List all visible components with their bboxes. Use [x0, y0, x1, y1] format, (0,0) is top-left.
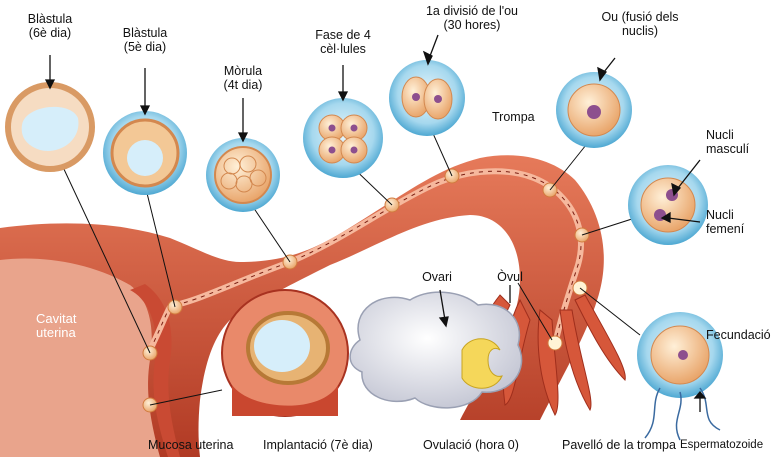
label-ovary: Ovari	[412, 270, 462, 284]
label-uterine-cavity-line2: uterina	[36, 326, 76, 340]
label-blastula-5-line2: (5è dia)	[112, 40, 178, 54]
stage-implantation	[222, 290, 348, 416]
label-female-nucleus: Nucli femení	[706, 208, 744, 236]
label-ovulation: Ovulació (hora 0)	[423, 438, 519, 452]
label-four-cells: Fase de 4 cèl·lules	[306, 28, 380, 56]
label-pavilion: Pavelló de la trompa	[562, 438, 676, 452]
stage-nuclei	[628, 165, 708, 245]
label-uterine-cavity: Cavitat uterina	[36, 312, 76, 340]
stage-first-division	[389, 60, 465, 136]
label-four-cells-line1: Fase de 4	[306, 28, 380, 42]
label-male-nucleus-line1: Nucli	[706, 128, 749, 142]
stage-blastula-6	[8, 85, 92, 169]
label-four-cells-line2: cèl·lules	[306, 42, 380, 56]
label-morula-line1: Mòrula	[213, 64, 273, 78]
label-spermatozoid: Espermatozoide	[680, 438, 763, 452]
stage-blastula-5	[103, 111, 187, 195]
label-first-division-line2: (30 hores)	[412, 18, 532, 32]
label-blastula-6-line2: (6è dia)	[20, 26, 80, 40]
label-trompa: Trompa	[492, 110, 535, 124]
label-male-nucleus: Nucli masculí	[706, 128, 749, 156]
label-uterine-mucosa: Mucosa uterina	[148, 438, 233, 452]
label-morula-line2: (4t dia)	[213, 78, 273, 92]
label-female-nucleus-line2: femení	[706, 222, 744, 236]
label-first-division: 1a divisió de l'ou (30 hores)	[412, 4, 532, 32]
stage-egg-fusion	[556, 72, 632, 148]
label-first-division-line1: 1a divisió de l'ou	[412, 4, 532, 18]
stage-morula	[206, 138, 280, 212]
ovary	[350, 292, 521, 408]
label-egg-fusion: Ou (fusió dels nuclis)	[585, 10, 695, 38]
label-blastula-6-line1: Blàstula	[20, 12, 80, 26]
label-fertilization: Fecundació	[706, 328, 771, 342]
label-uterine-cavity-line1: Cavitat	[36, 312, 76, 326]
label-female-nucleus-line1: Nucli	[706, 208, 744, 222]
label-blastula-6: Blàstula (6è dia)	[20, 12, 80, 40]
label-implantation: Implantació (7è dia)	[263, 438, 373, 452]
label-male-nucleus-line2: masculí	[706, 142, 749, 156]
label-blastula-5-line1: Blàstula	[112, 26, 178, 40]
label-egg-fusion-line2: nuclis)	[585, 24, 695, 38]
label-ovum: Òvul	[490, 270, 530, 284]
ovary-body	[350, 292, 521, 408]
label-egg-fusion-line1: Ou (fusió dels	[585, 10, 695, 24]
stage-four-cells	[303, 98, 383, 178]
label-morula: Mòrula (4t dia)	[213, 64, 273, 92]
label-blastula-5: Blàstula (5è dia)	[112, 26, 178, 54]
